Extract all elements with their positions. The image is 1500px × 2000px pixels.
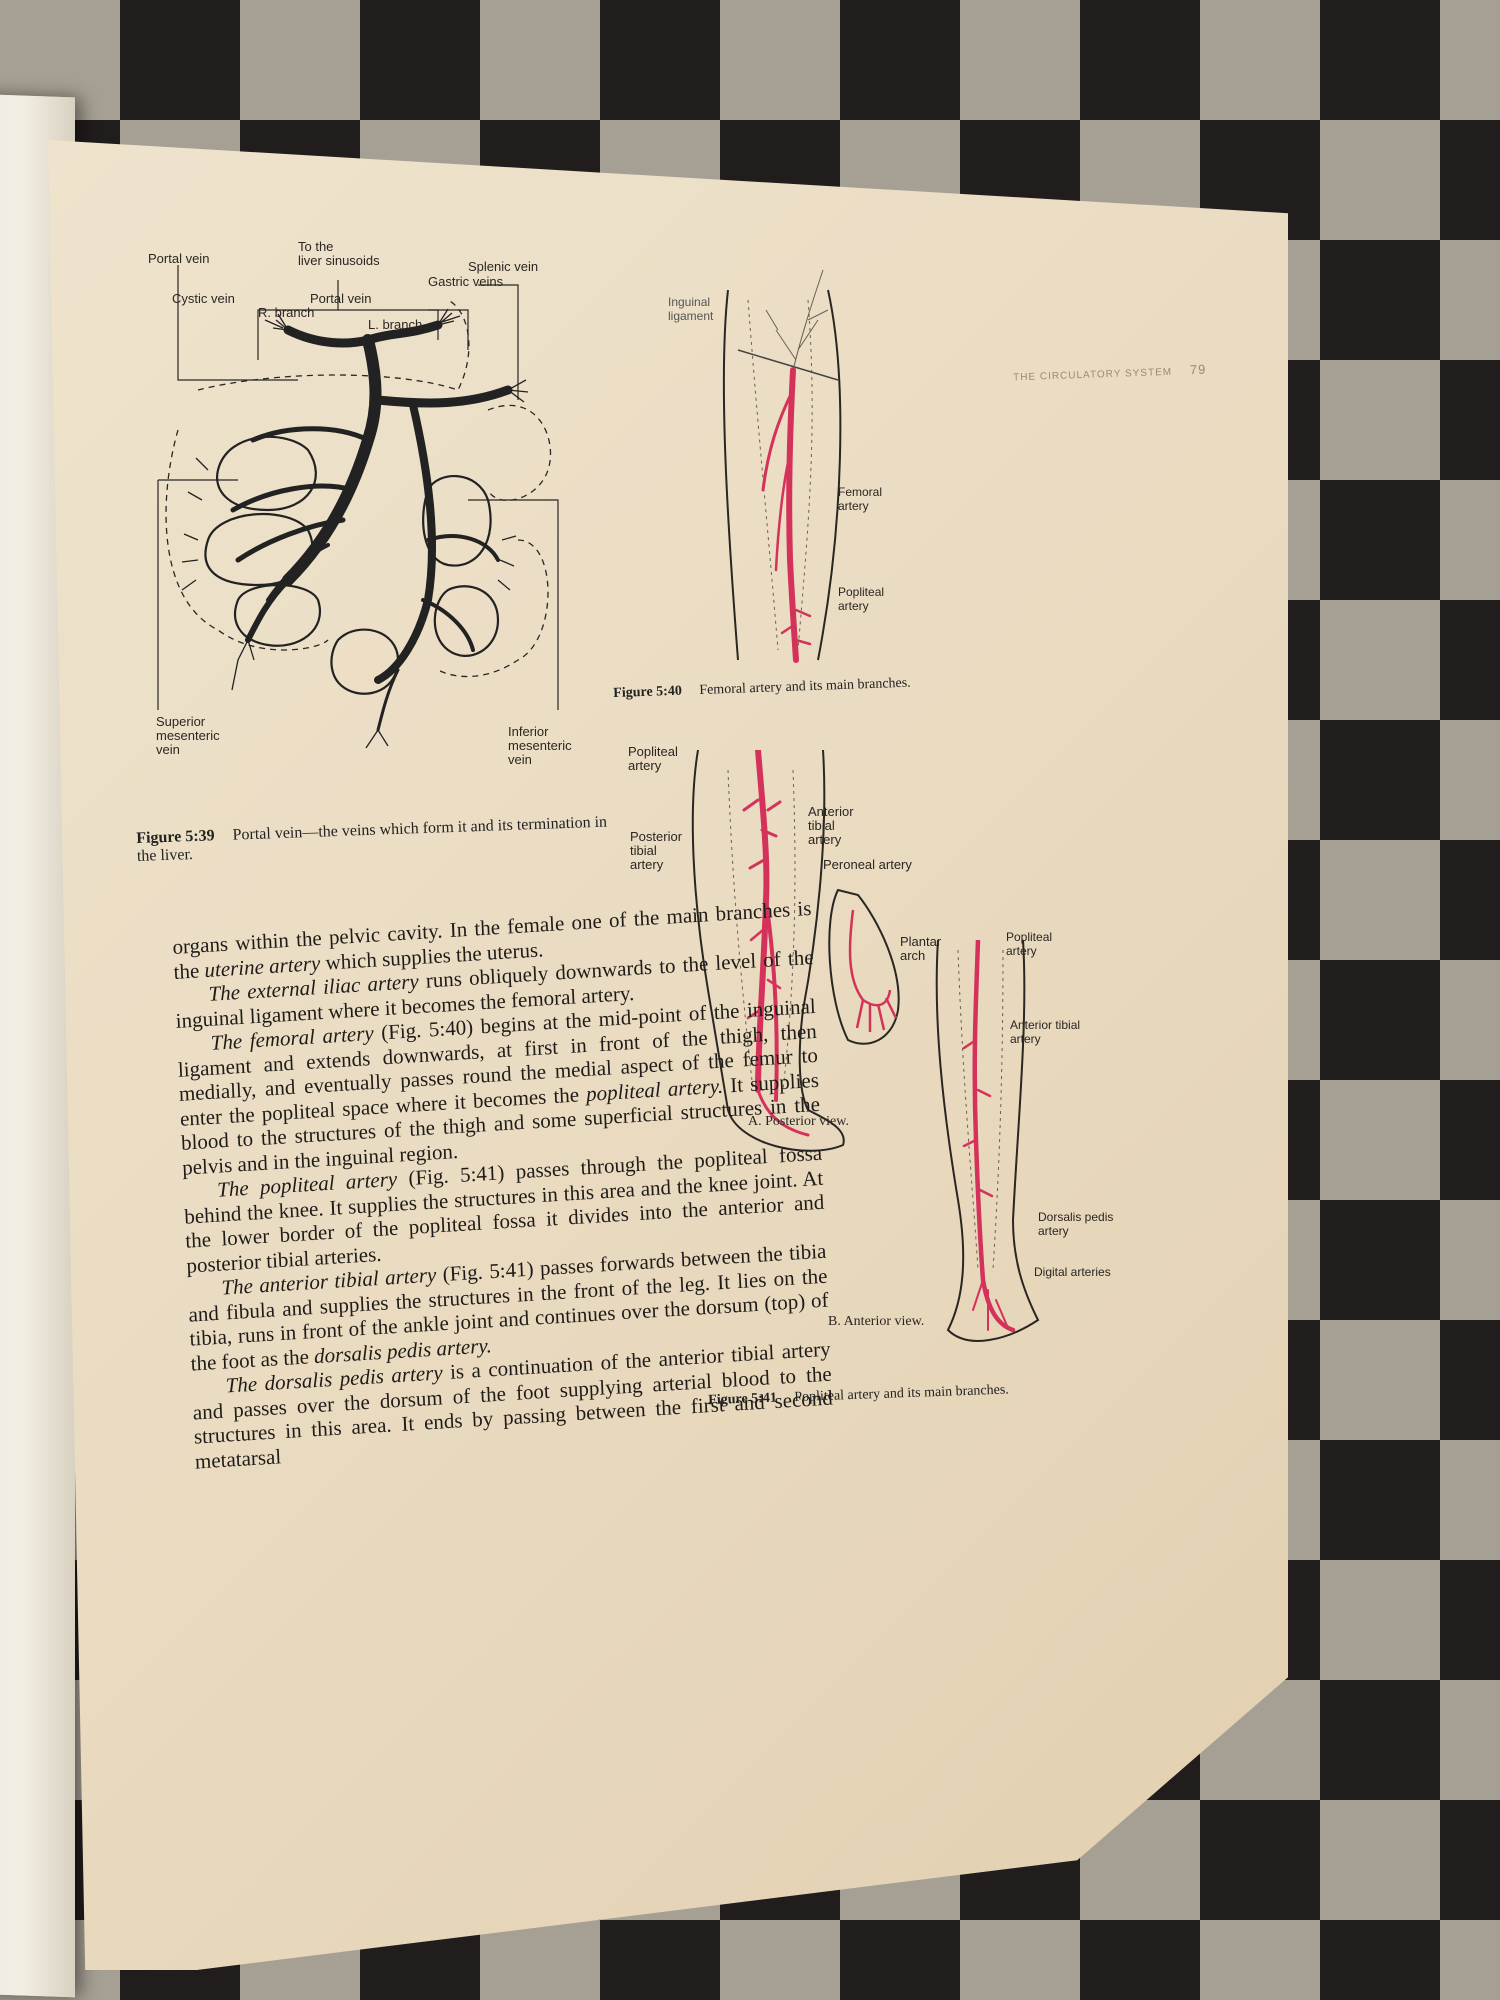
label-to-liver: To the liver sinusoids bbox=[298, 239, 380, 268]
figure-5-39-caption: Figure 5:39 Portal vein—the veins which … bbox=[136, 813, 617, 866]
label-inguinal-ligament: Inguinal ligament bbox=[668, 295, 714, 323]
plantar-arch-path bbox=[848, 909, 898, 1032]
page-number: 79 bbox=[1189, 361, 1207, 378]
label-cystic-vein: Cystic vein bbox=[172, 291, 235, 306]
posterior-view-diagram bbox=[691, 750, 845, 1152]
label-dorsalis-pedis: Dorsalis pedis artery bbox=[1038, 1210, 1114, 1238]
femoral-artery-diagram bbox=[722, 269, 842, 663]
label-popliteal-artery-fig40: Popliteal artery bbox=[838, 585, 885, 613]
anterior-view-diagram bbox=[935, 940, 1040, 1342]
label-portal-vein: Portal vein bbox=[310, 291, 372, 306]
figure-5-40-caption: Figure 5:40 Femoral artery and its main … bbox=[613, 670, 1053, 703]
book-page: THE CIRCULATORY SYSTEM 79 bbox=[48, 140, 1288, 1970]
label-inferior-mesenteric: Inferior mesenteric vein bbox=[508, 724, 572, 767]
label-gastric-veins: Gastric veins bbox=[428, 274, 504, 289]
label-anterior-tibial-a: Anterior tibial artery bbox=[808, 804, 854, 847]
inguinal-ligament-line bbox=[737, 349, 839, 381]
running-title: THE CIRCULATORY SYSTEM bbox=[1012, 366, 1173, 384]
label-plantar-arch: Plantar arch bbox=[900, 934, 942, 963]
label-posterior-view: A. Posterior view. bbox=[748, 1114, 849, 1129]
label-portal-vein-top: Portal vein bbox=[148, 251, 210, 266]
label-peroneal-artery: Peroneal artery bbox=[823, 857, 912, 872]
femoral-artery-path bbox=[761, 367, 812, 663]
label-splenic-vein: Splenic vein bbox=[468, 259, 539, 274]
figure-5-39-number: Figure 5:39 bbox=[136, 827, 215, 847]
label-digital-arteries: Digital arteries bbox=[1034, 1265, 1111, 1279]
anterior-artery-path bbox=[962, 940, 1016, 1333]
label-posterior-tibial: Posterior tibial artery bbox=[630, 829, 683, 872]
running-header: THE CIRCULATORY SYSTEM 79 bbox=[1013, 362, 1207, 384]
label-superior-mesenteric: Superior mesenteric vein bbox=[156, 714, 220, 757]
label-femoral-artery: Femoral artery bbox=[838, 485, 883, 513]
portal-vein-diagram bbox=[157, 265, 559, 749]
label-anterior-tibial-b: Anterior tibial artery bbox=[1010, 1018, 1081, 1046]
label-r-branch: R. branch bbox=[258, 305, 315, 320]
vein-network bbox=[230, 320, 513, 732]
figure-5-40-text: Femoral artery and its main branches. bbox=[699, 675, 911, 698]
posterior-artery-path bbox=[742, 750, 810, 1137]
label-l-branch: L. branch bbox=[368, 317, 423, 332]
body-text: organs within the pelvic cavity. In the … bbox=[172, 896, 834, 1474]
plantar-foot-diagram bbox=[828, 888, 900, 1045]
figure-5-40-number: Figure 5:40 bbox=[613, 683, 683, 701]
label-popliteal-artery-b: Popliteal artery bbox=[1006, 930, 1053, 958]
label-anterior-view: B. Anterior view. bbox=[828, 1314, 925, 1329]
label-popliteal-artery-a: Popliteal artery bbox=[628, 744, 678, 773]
